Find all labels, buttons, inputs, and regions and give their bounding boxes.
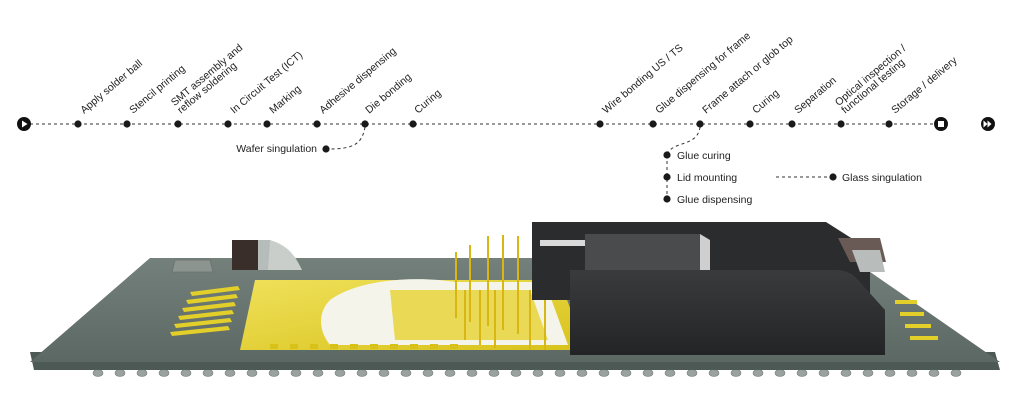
step-dot (788, 120, 796, 128)
smd-component (171, 259, 214, 273)
step-label: In Circuit Test (ICT) (228, 49, 305, 116)
step-dot (224, 120, 232, 128)
branch-dot (663, 195, 671, 203)
step-dot (696, 120, 704, 128)
frame-window (585, 234, 700, 272)
branch-glass-singulation: Glass singulation (776, 172, 922, 184)
step-dot (837, 120, 845, 128)
capacitor (232, 240, 260, 270)
fast-forward-icon[interactable] (981, 117, 995, 131)
branch-dot (829, 173, 837, 181)
step-dot (174, 120, 182, 128)
step-dot (313, 120, 321, 128)
branch-label: Glue dispensing (677, 194, 752, 206)
branch-connector (327, 126, 366, 150)
solder-balls (92, 369, 962, 377)
edge-pads (270, 344, 458, 349)
right-pads (895, 300, 938, 340)
branch-label: Lid mounting (677, 172, 737, 184)
branch-label: Wafer singulation (236, 143, 317, 155)
step-label: Marking (267, 83, 303, 116)
step-label: Curing (412, 87, 444, 116)
step-label: Adhesive dispensing (317, 45, 399, 116)
step-dot (649, 120, 657, 128)
branch-dot (663, 173, 671, 181)
stop-icon[interactable] (934, 117, 948, 131)
step-label: Separation (792, 74, 839, 116)
bond-wires (455, 235, 546, 350)
step-dot (361, 120, 369, 128)
branch-label: Glue curing (677, 150, 731, 162)
step-label-line: Optical inspection / (833, 42, 909, 108)
step-dot (409, 120, 417, 128)
branch-glue: Glue curing Lid mounting Glue dispensing (663, 126, 752, 206)
glue-fillet (268, 240, 302, 270)
step-dot (263, 120, 271, 128)
step-dot (123, 120, 131, 128)
glass-part-highlight (852, 250, 885, 272)
branch-connector (666, 126, 701, 156)
process-timeline: Apply solder ball Stencil printing SMT a… (17, 30, 995, 131)
step-dot (74, 120, 82, 128)
step-dot (746, 120, 754, 128)
step-dot (596, 120, 604, 128)
contact-pads (170, 286, 240, 336)
branch-dot (322, 145, 330, 153)
frame-window-edge (700, 234, 710, 272)
play-icon[interactable] (17, 117, 31, 131)
lid (570, 270, 885, 355)
branch-dot (663, 151, 671, 159)
frame-highlight (540, 240, 585, 246)
step-label: Curing (750, 87, 782, 116)
branch-label: Glass singulation (842, 172, 922, 184)
step-label: Frame attach or glob top (700, 33, 795, 116)
step-dot (885, 120, 893, 128)
module-illustration (30, 222, 1000, 377)
capacitor-terminal (258, 240, 270, 270)
step-label: Glue dispensing for frame (653, 30, 753, 117)
branch-wafer-singulation: Wafer singulation (236, 126, 366, 155)
